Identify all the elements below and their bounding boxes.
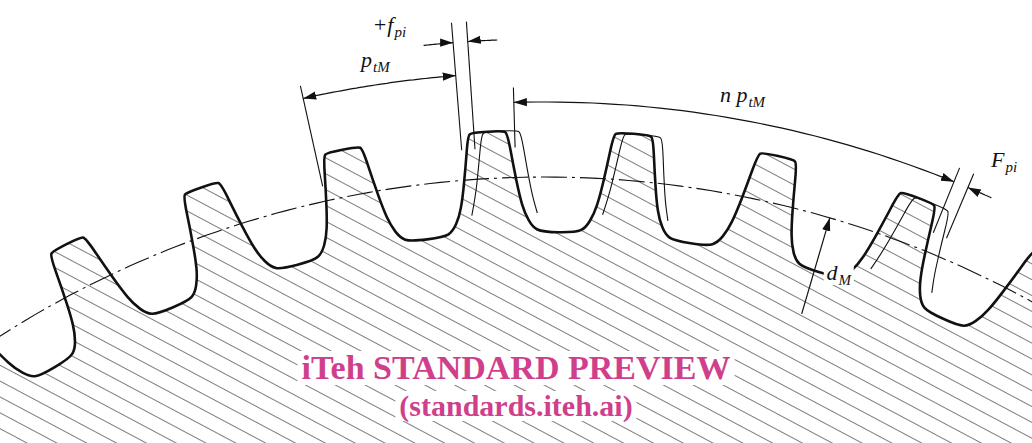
- dimension-arc: [968, 188, 992, 198]
- symbol-text: p: [361, 47, 372, 72]
- tooth-outline: [0, 131, 1032, 443]
- actual-tooth-outline: [603, 134, 668, 221]
- subscript-text: pi: [394, 24, 406, 40]
- watermark: iTeh STANDARD PREVIEW: [298, 351, 735, 385]
- deviation-label: +fpi: [372, 14, 406, 36]
- extension-line: [933, 168, 959, 233]
- extension-line: [300, 86, 322, 187]
- watermark: (standards.iteh.ai): [395, 391, 636, 421]
- gear-teeth: [0, 131, 1032, 443]
- pitch-circle: [0, 177, 1032, 366]
- subscript-text: tM: [748, 94, 765, 110]
- extension-line: [513, 88, 515, 148]
- cumulative-deviation-label: Fpi: [991, 149, 1017, 171]
- symbol-text: n p: [720, 82, 748, 107]
- dimension-lines: [300, 22, 991, 314]
- symbol-text: iTeh STANDARD PREVIEW: [302, 349, 731, 386]
- actual-tooth-outline: [871, 198, 948, 293]
- extension-line: [452, 23, 462, 151]
- dimension-arc: [424, 43, 454, 46]
- dimension-arc: [514, 102, 954, 182]
- subscript-text: tM: [373, 59, 390, 75]
- pitch-sum-label: n ptM: [720, 84, 765, 106]
- subscript-text: pi: [1005, 159, 1017, 175]
- extension-line: [947, 174, 974, 239]
- symbol-text: +f: [372, 12, 393, 37]
- symbol-text: F: [991, 147, 1004, 172]
- actual-tooth-outline: [472, 131, 538, 216]
- diameter-label: dM: [823, 261, 854, 285]
- gear-body-hatch: [0, 131, 1032, 443]
- symbol-text: d: [826, 260, 837, 285]
- subscript-text: M: [838, 272, 851, 288]
- dimension-arc: [468, 40, 498, 42]
- dimension-arc: [303, 76, 456, 99]
- pitch-label: ptM: [361, 49, 390, 71]
- symbol-text: (standards.iteh.ai): [399, 389, 632, 422]
